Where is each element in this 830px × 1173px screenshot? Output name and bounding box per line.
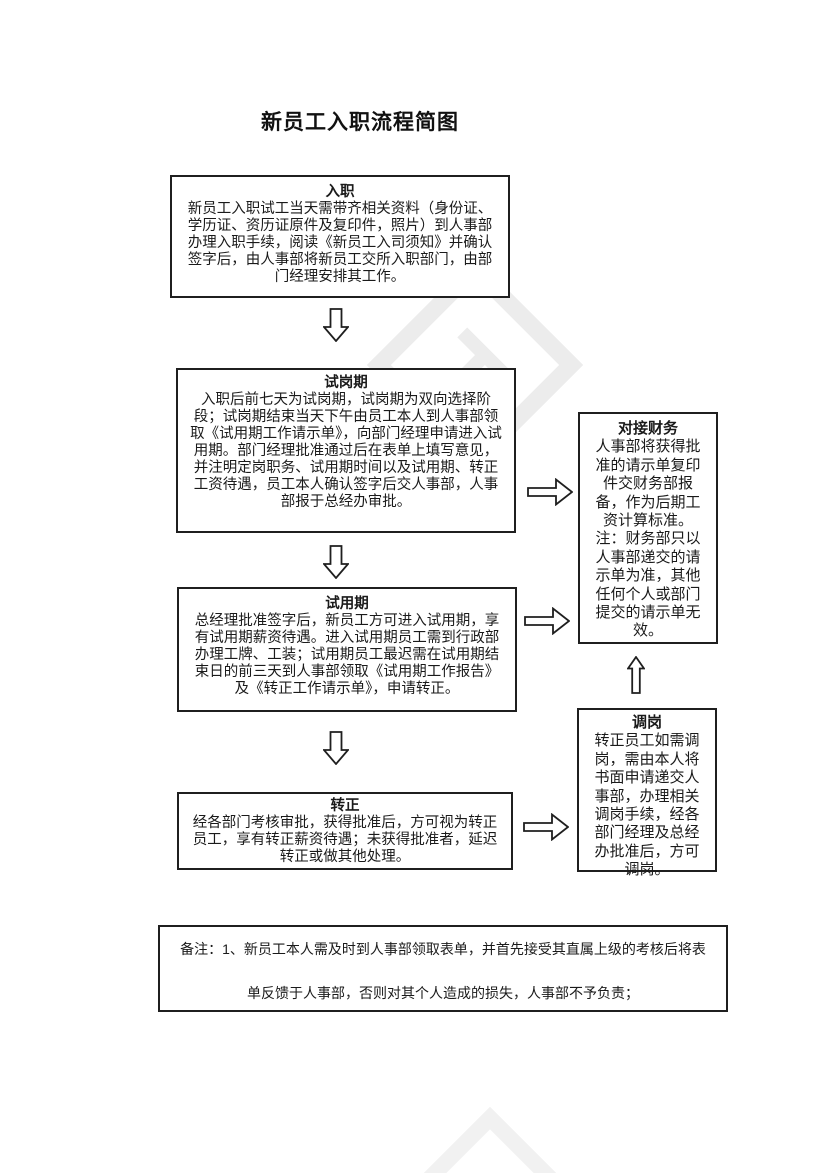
side-body: 转正员工如需调岗，需由本人将书面申请递交人事部，办理相关调岗手续，经各部门经理及… <box>594 732 700 879</box>
step-body: 入职后前七天为试岗期，试岗期为双向选择阶段；试岗期结束当天下午由员工本人到人事部… <box>190 392 502 510</box>
step-body: 总经理批准签字后，新员工方可进入试用期，享有试用期薪资待遇。进入试用期员工需到行… <box>194 613 500 697</box>
step-body: 经各部门考核审批，获得批准后，方可视为转正员工，享有转正薪资待遇；未获得批准者，… <box>192 815 498 865</box>
down-arrow-icon <box>323 731 349 765</box>
step-heading: 转正 <box>330 798 360 814</box>
right-arrow-icon <box>524 607 570 635</box>
flow-step-regularization: 转正 经各部门考核审批，获得批准后，方可视为转正员工，享有转正薪资待遇；未获得批… <box>177 792 513 870</box>
page-title: 新员工入职流程简图 <box>261 111 459 134</box>
flow-step-probation: 试用期 总经理批准签字后，新员工方可进入试用期，享有试用期薪资待遇。进入试用期员… <box>177 587 517 712</box>
step-heading: 试岗期 <box>324 375 368 391</box>
step-heading: 试用期 <box>325 596 369 612</box>
side-box-finance-handover: 对接财务 人事部将获得批准的请示单复印件交财务部报备，作为后期工资计算标准。注：… <box>578 412 718 644</box>
side-heading: 对接财务 <box>617 420 678 437</box>
flow-step-trial-post-period: 试岗期 入职后前七天为试岗期，试岗期为双向选择阶段；试岗期结束当天下午由员工本人… <box>176 368 516 533</box>
down-arrow-icon <box>323 545 349 579</box>
up-arrow-icon <box>627 656 645 694</box>
down-arrow-icon <box>323 308 349 342</box>
side-heading: 调岗 <box>631 714 662 731</box>
side-body: 人事部将获得批准的请示单复印件交财务部报备，作为后期工资计算标准。注：财务部只以… <box>595 438 701 640</box>
right-arrow-icon <box>527 478 573 506</box>
watermark-bottom <box>390 1106 590 1173</box>
flow-step-onboarding: 入职 新员工入职试工当天需带齐相关资料（身份证、学历证、资历证原件及复印件，照片… <box>170 175 510 298</box>
step-body: 新员工入职试工当天需带齐相关资料（身份证、学历证、资历证原件及复印件，照片）到人… <box>187 201 493 285</box>
side-box-post-transfer: 调岗 转正员工如需调岗，需由本人将书面申请递交人事部，办理相关调岗手续，经各部门… <box>577 708 717 878</box>
step-heading: 入职 <box>325 184 355 200</box>
right-arrow-icon <box>523 813 569 841</box>
remarks-box: 备注：1、新员工本人需及时到人事部领取表单，并首先接受其直属上级的考核后将表单反… <box>158 925 728 1012</box>
